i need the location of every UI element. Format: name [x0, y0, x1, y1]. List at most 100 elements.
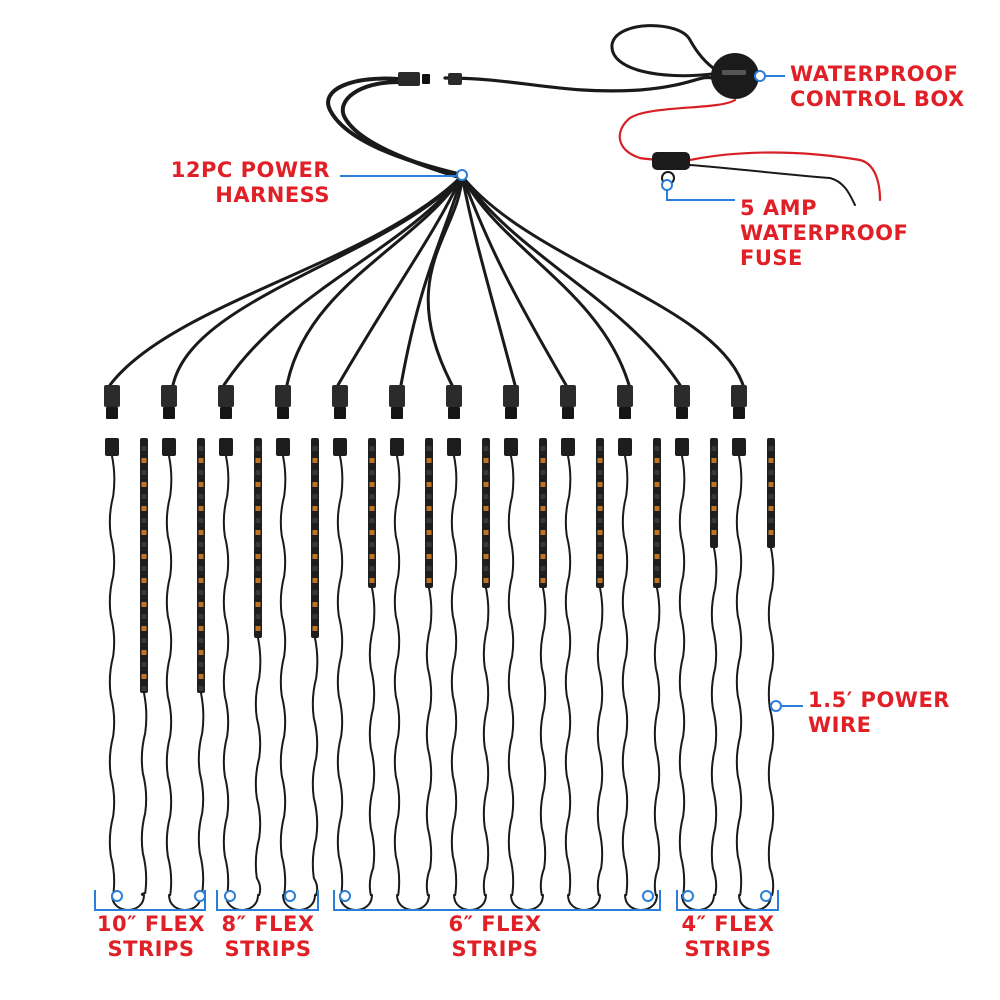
- flex-strip-4-led: [312, 530, 318, 535]
- strip-connector-6: [390, 438, 404, 456]
- flex-strip-6-led: [426, 494, 432, 499]
- flex-strip-3-led: [255, 506, 261, 511]
- flex-strip-4-led: [312, 614, 318, 619]
- strips-4-dot-a: [682, 890, 694, 902]
- flex-strip-10-led: [654, 530, 660, 535]
- flex-strip-12-led: [768, 506, 774, 511]
- flex-strip-1-led: [141, 674, 147, 679]
- flex-strip-4-led: [312, 482, 318, 487]
- flex-strip-7: [482, 438, 490, 588]
- flex-strip-3-led: [255, 614, 261, 619]
- control-box-red-lead: [618, 98, 737, 160]
- strip-connector-5: [333, 438, 347, 456]
- flex-strip-8: [539, 438, 547, 588]
- flex-strip-5-led: [369, 458, 375, 463]
- flex-strip-1-led: [141, 614, 147, 619]
- flex-strip-4-led: [312, 518, 318, 523]
- flex-strip-4-led: [312, 626, 318, 631]
- flex-strip-3-led: [255, 578, 261, 583]
- flex-strip-4-led: [312, 602, 318, 607]
- flex-strip-4-led: [312, 494, 318, 499]
- flex-strip-10-led: [654, 554, 660, 559]
- flex-strip-6-led: [426, 542, 432, 547]
- flex-strip-8-led: [540, 530, 546, 535]
- strip-tail-wire-10: [653, 587, 661, 896]
- strip-tail-wire-3: [254, 637, 262, 896]
- flex-strip-3-led: [255, 446, 261, 451]
- harness-branch-6: [399, 174, 464, 387]
- flex-strip-3-led: [255, 458, 261, 463]
- flex-strip-2-led: [198, 458, 204, 463]
- strip-lead-wire-11: [678, 455, 686, 896]
- flex-strip-1-led: [141, 650, 147, 655]
- harness-branch-8: [460, 174, 517, 387]
- flex-strip-12-led: [768, 458, 774, 463]
- strips-10-label-line2: STRIPS: [107, 937, 195, 961]
- harness-branch-5: [336, 174, 464, 387]
- flex-strip-7-led: [483, 518, 489, 523]
- strips-10-label-line1: 10″ FLEX: [96, 912, 206, 936]
- harness-connector-7: [446, 385, 462, 407]
- strips-8-label-line2: STRIPS: [224, 937, 312, 961]
- strips-8-label-line1: 8″ FLEX: [221, 912, 315, 936]
- flex-strip-4: [311, 438, 319, 638]
- flex-strip-12-led: [768, 482, 774, 487]
- flex-strip-9-led: [597, 542, 603, 547]
- strips-10-label: 10″ FLEX STRIPS: [86, 912, 216, 962]
- flex-strip-6-led: [426, 506, 432, 511]
- harness-connector-tip-1: [106, 407, 118, 419]
- harness-branch-12: [460, 174, 745, 387]
- flex-strip-8-led: [540, 446, 546, 451]
- flex-strip-2-led: [198, 614, 204, 619]
- flex-strip-6-led: [426, 578, 432, 583]
- strip-loop-7: [453, 894, 487, 911]
- harness-connector-tip-2: [163, 407, 175, 419]
- flex-strip-8-led: [540, 554, 546, 559]
- flex-strip-9-led: [597, 458, 603, 463]
- strips-4-bracket: [676, 890, 779, 911]
- flex-strip-3-led: [255, 554, 261, 559]
- flex-strip-9-led: [597, 578, 603, 583]
- flex-strip-2-led: [198, 470, 204, 475]
- fuse-holder: [652, 152, 690, 170]
- flex-strip-1-led: [141, 446, 147, 451]
- flex-strip-1-led: [141, 482, 147, 487]
- flex-strip-8-led: [540, 566, 546, 571]
- strip-lead-wire-1: [108, 455, 116, 896]
- harness-connector-4: [275, 385, 291, 407]
- flex-strip-9-led: [597, 494, 603, 499]
- strip-lead-wire-3: [222, 455, 230, 896]
- flex-strip-7-led: [483, 446, 489, 451]
- flex-strip-10-led: [654, 446, 660, 451]
- strip-lead-wire-2: [165, 455, 173, 896]
- flex-strip-3-led: [255, 494, 261, 499]
- flex-strip-5-led: [369, 518, 375, 523]
- flex-strip-7-led: [483, 530, 489, 535]
- flex-strip-10-led: [654, 518, 660, 523]
- flex-strip-1-led: [141, 470, 147, 475]
- control-box-label-line2: CONTROL BOX: [790, 87, 965, 111]
- flex-strip-12-led: [768, 518, 774, 523]
- flex-strip-9-led: [597, 446, 603, 451]
- harness-connector-5: [332, 385, 348, 407]
- strips-10-dot-a: [111, 890, 123, 902]
- power-wire-label-line2: WIRE: [808, 713, 872, 737]
- flex-strip-2-led: [198, 590, 204, 595]
- flex-strip-12-led: [768, 530, 774, 535]
- strips-4-label: 4″ FLEX STRIPS: [668, 912, 788, 962]
- control-box: [711, 53, 759, 99]
- strip-tail-wire-4: [311, 637, 319, 896]
- harness-label: 12PC POWER HARNESS: [150, 158, 330, 208]
- flex-strip-2-led: [198, 518, 204, 523]
- strips-8-dot-b: [284, 890, 296, 902]
- flex-strip-9-led: [597, 470, 603, 475]
- flex-strip-4-led: [312, 470, 318, 475]
- fuse-label: 5 AMP WATERPROOF FUSE: [740, 196, 908, 271]
- flex-strip-8-led: [540, 494, 546, 499]
- flex-strip-1-led: [141, 554, 147, 559]
- flex-strip-9-led: [597, 554, 603, 559]
- flex-strip-3-led: [255, 482, 261, 487]
- flex-strip-4-led: [312, 458, 318, 463]
- flex-strip-6-led: [426, 554, 432, 559]
- flex-strip-4-led: [312, 506, 318, 511]
